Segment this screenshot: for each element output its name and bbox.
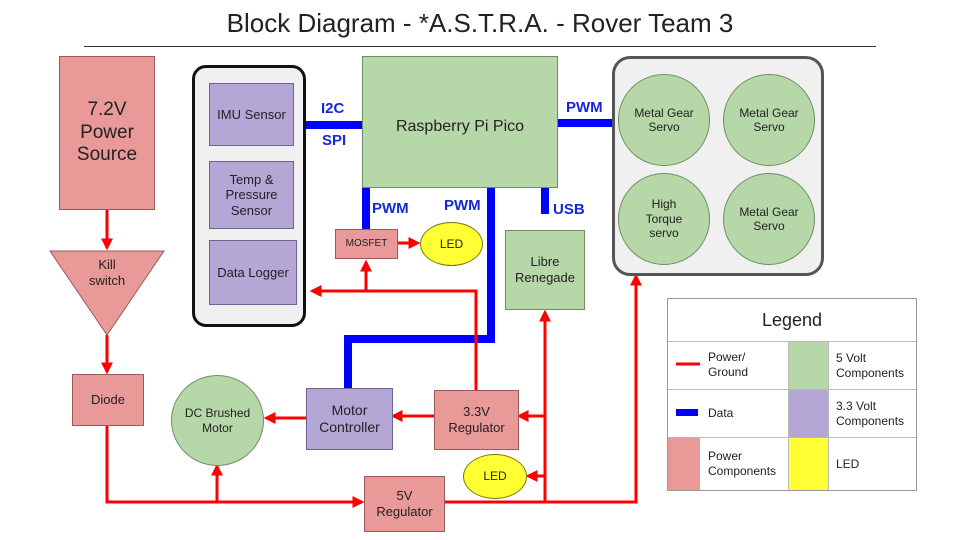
temp-pressure-sensor-label: Temp & Pressure Sensor [225, 171, 278, 218]
mosfet-block: MOSFET [335, 229, 398, 259]
data-wire-motor-pwm [344, 188, 495, 388]
legend-data: Data [708, 405, 734, 420]
regulator-5v-block: 5V Regulator [364, 476, 445, 532]
diode-label: Diode [91, 392, 125, 408]
power-source-block: 7.2V Power Source [59, 56, 155, 210]
led-bottom: LED [463, 454, 527, 499]
label-pwm-motor: PWM [444, 197, 481, 214]
imu-sensor-label: IMU Sensor [217, 106, 286, 122]
diode-block: Diode [72, 374, 144, 426]
led-top: LED [420, 222, 483, 266]
motor-controller-block: Motor Controller [306, 388, 393, 450]
legend-data-swatch [676, 409, 698, 416]
label-pwm-servos: PWM [566, 99, 603, 116]
servo-3: High Torque servo [618, 173, 710, 265]
legend-5v-swatch [789, 342, 828, 389]
motor-controller-label: Motor Controller [319, 402, 380, 435]
legend-power-ground: Power/ Ground [708, 350, 749, 379]
label-i2c: I2C [321, 100, 345, 117]
mosfet-label: MOSFET [345, 238, 388, 249]
kill-switch-label: Kill switch [88, 257, 126, 288]
kill-switch-shape [49, 250, 165, 336]
diagram-title: Block Diagram - *A.S.T.R.A. - Rover Team… [226, 8, 734, 38]
legend-title: Legend [668, 299, 916, 342]
dc-motor-label: DC Brushed Motor [184, 406, 251, 435]
raspberry-pi-pico-block: Raspberry Pi Pico [362, 56, 558, 188]
label-pwm-mosfet: PWM [372, 200, 409, 217]
regulator-5v-label: 5V Regulator [376, 488, 433, 519]
servo-3-label: High Torque servo [645, 197, 683, 241]
title-divider [84, 46, 876, 47]
regulator-33v-label: 3.3V Regulator [448, 404, 505, 435]
servo-2: Metal Gear Servo [723, 74, 815, 166]
servo-4-label: Metal Gear Servo [739, 204, 799, 233]
legend-led-swatch [789, 438, 828, 490]
raspberry-pi-pico-label: Raspberry Pi Pico [395, 118, 525, 135]
imu-sensor-block: IMU Sensor [209, 83, 294, 146]
legend-power-swatch [668, 438, 700, 490]
legend-power-components: Power Components [708, 449, 777, 478]
data-logger-block: Data Logger [209, 240, 297, 305]
libre-renegade-label: Libre Renegade [515, 254, 575, 285]
legend-33v-swatch [789, 390, 828, 437]
temp-pressure-sensor-block: Temp & Pressure Sensor [209, 161, 294, 229]
servo-1: Metal Gear Servo [618, 74, 710, 166]
power-source-label: 7.2V Power Source [76, 98, 138, 166]
legend-power-line-swatch [676, 362, 700, 366]
legend-led: LED [836, 456, 860, 471]
label-usb: USB [553, 201, 585, 218]
libre-renegade-block: Libre Renegade [505, 230, 585, 310]
legend: Legend Power/ Ground Data Power Componen… [667, 298, 917, 491]
regulator-33v-block: 3.3V Regulator [434, 390, 519, 450]
wire-5v-to-servos [444, 273, 642, 504]
legend-33v: 3.3 Volt Components [836, 399, 905, 428]
data-wires [305, 119, 613, 388]
servo-4: Metal Gear Servo [723, 173, 815, 265]
data-logger-label: Data Logger [217, 264, 289, 280]
power-wires [101, 210, 642, 508]
servo-2-label: Metal Gear Servo [739, 105, 799, 134]
servo-1-label: Metal Gear Servo [634, 105, 694, 134]
legend-5v: 5 Volt Components [836, 351, 905, 380]
led-bottom-label: LED [483, 469, 507, 484]
wire-diode-to-5v [105, 426, 365, 508]
dc-motor-block: DC Brushed Motor [171, 375, 264, 466]
label-spi: SPI [322, 132, 347, 149]
led-top-label: LED [439, 236, 464, 251]
